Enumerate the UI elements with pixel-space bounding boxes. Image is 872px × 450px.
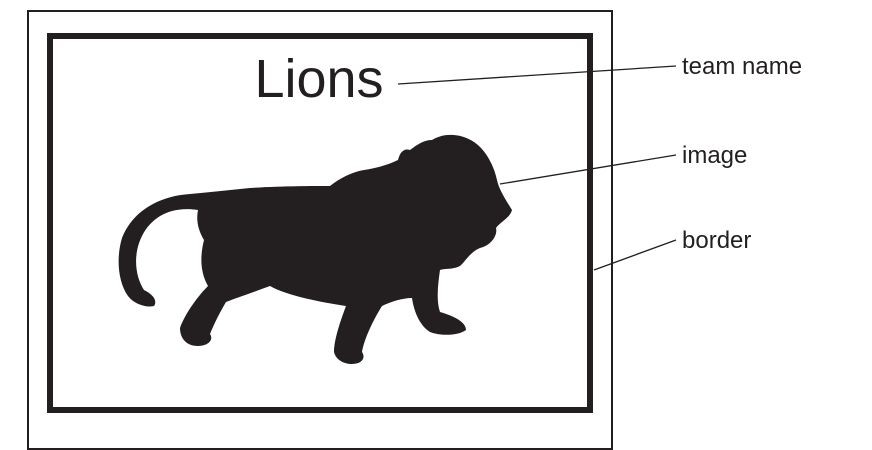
lion-silhouette-icon	[119, 135, 512, 364]
image-label: image	[682, 141, 747, 171]
image-leader-line	[500, 155, 676, 184]
border-label: border	[682, 226, 751, 256]
team-name-leader-line	[398, 66, 676, 84]
team-name-label: team name	[682, 52, 802, 82]
border-leader-line	[594, 240, 676, 270]
